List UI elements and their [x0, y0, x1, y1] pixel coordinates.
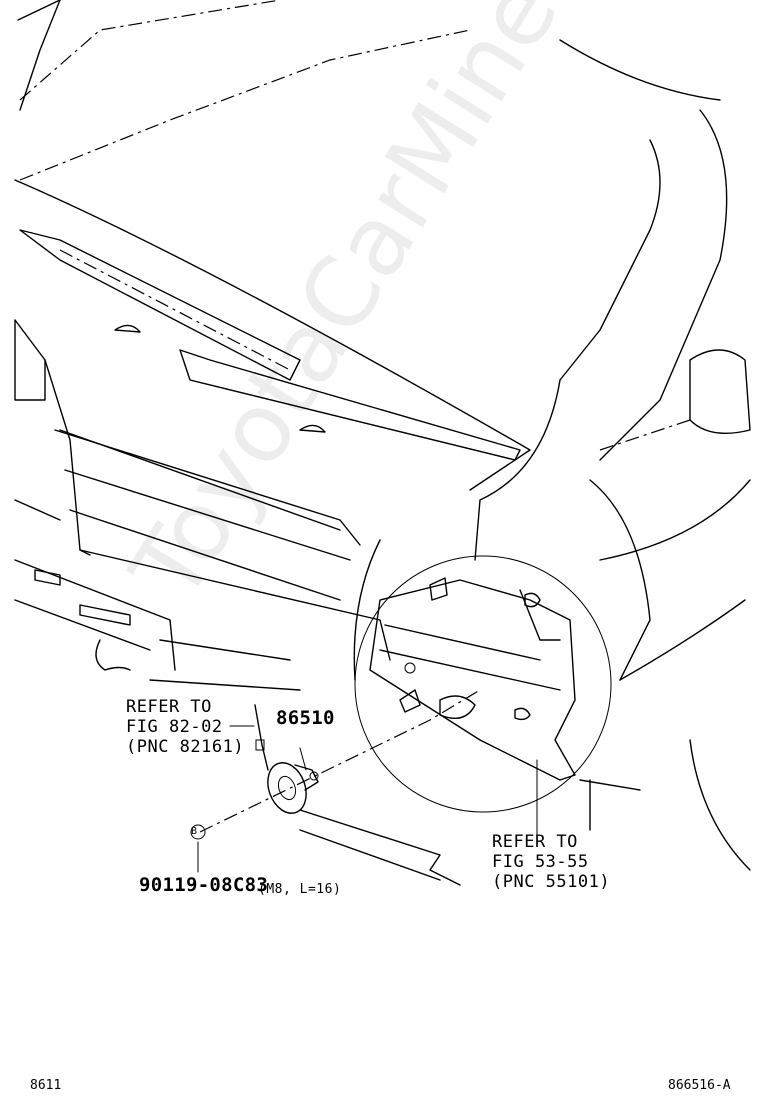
bolt-marker-letter: B [191, 826, 198, 837]
tow-hook [95, 639, 131, 671]
horn-wire [254, 704, 269, 771]
bumper-top [14, 499, 176, 671]
side-mirror [689, 349, 751, 435]
horn-part-86510 [267, 762, 319, 814]
detail-circle [354, 555, 612, 813]
windshield-edge [17, 0, 61, 21]
refer-a-line-3: (PNC 82161) [126, 737, 245, 757]
figure-code-right: 866516-A [668, 1078, 731, 1093]
bolt-spec: (M8, L=16) [258, 882, 342, 897]
refer-b-line-3: (PNC 55101) [492, 872, 611, 892]
washer-nozzle-right [299, 424, 326, 433]
figure-code-left: 8611 [30, 1078, 62, 1093]
bolt-marker-circle [190, 824, 206, 840]
refer-a-line-1: REFER TO [126, 697, 212, 717]
leader-86510 [299, 747, 307, 771]
headlamp-left [14, 319, 46, 401]
fender-line [589, 479, 651, 681]
grille-slats [59, 429, 351, 601]
refer-b-line-1: REFER TO [492, 832, 578, 852]
bolt-axis [199, 689, 481, 833]
horn-bracket-detail [369, 577, 576, 781]
part-number-90119-08c83: 90119-08C83 [139, 874, 269, 896]
refer-b-line-2: FIG 53-55 [492, 852, 589, 872]
a-pillar [559, 139, 661, 381]
refer-a-line-2: FIG 82-02 [126, 717, 223, 737]
cowl-line [14, 179, 531, 491]
wiper-arm-left [19, 229, 301, 381]
washer-nozzle-left [114, 324, 141, 333]
part-number-86510: 86510 [276, 707, 335, 729]
wheel-arch [689, 739, 751, 871]
wiper-arm-right [179, 349, 521, 461]
